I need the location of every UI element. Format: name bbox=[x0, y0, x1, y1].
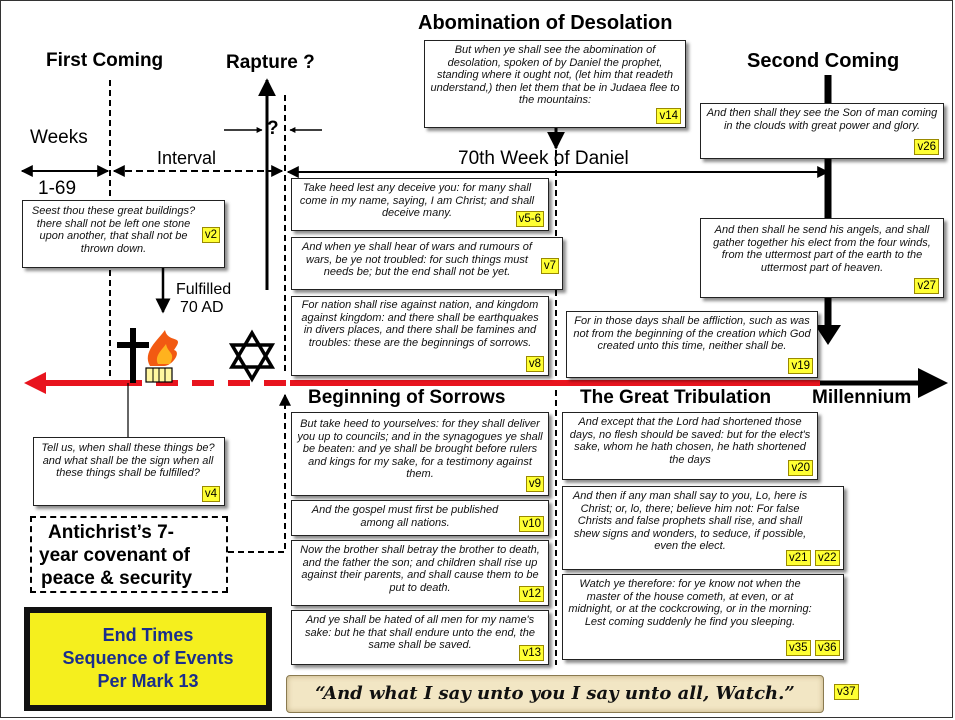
label-seventieth-week: 70th Week of Daniel bbox=[458, 148, 629, 169]
verse-ref: v21 bbox=[786, 550, 811, 566]
verse-text: But take heed to yourselves: for they sh… bbox=[297, 418, 543, 480]
verse-ref: v8 bbox=[525, 356, 544, 372]
verse-ref: v4 bbox=[201, 486, 220, 502]
verse-ref-v37: v37 bbox=[834, 684, 859, 700]
verse-box-v8: For nation shall rise against nation, an… bbox=[291, 296, 549, 376]
title-line-3: Per Mark 13 bbox=[97, 671, 199, 691]
verse-text: Seest thou these great buildings? there … bbox=[31, 205, 196, 255]
star-of-david-icon bbox=[228, 329, 276, 383]
verse-text: And then shall they see the Son of man c… bbox=[706, 107, 938, 132]
verse-text: And the gospel must first be published a… bbox=[311, 504, 499, 529]
header-first-coming: First Coming bbox=[46, 50, 164, 71]
verse-ref: v14 bbox=[656, 108, 681, 124]
verse-box-v10: And the gospel must first be published a… bbox=[291, 500, 549, 536]
covenant-line-1: Antichrist’s 7- bbox=[48, 522, 174, 543]
verse-ref-2: v36 bbox=[815, 640, 840, 656]
verse-box-v14: But when ye shall see the abomination of… bbox=[424, 40, 686, 128]
verse-text: Tell us, when shall these things be? and… bbox=[41, 442, 215, 479]
verse-ref: v2 bbox=[201, 227, 220, 243]
verse-ref: v19 bbox=[788, 358, 813, 374]
verse-box-v7: And when ye shall hear of wars and rumou… bbox=[291, 237, 563, 290]
quote-banner: “And what I say unto you I say unto all,… bbox=[286, 675, 824, 713]
verse-box-v13: And ye shall be hated of all men for my … bbox=[291, 610, 549, 665]
header-second-coming: Second Coming bbox=[747, 50, 900, 72]
verse-box-v21-v22: And then if any man shall say to you, Lo… bbox=[562, 486, 844, 570]
header-abomination: Abomination of Desolation bbox=[418, 12, 673, 34]
label-fulfilled-year: 70 AD bbox=[180, 299, 224, 316]
verse-box-v2: Seest thou these great buildings? there … bbox=[22, 200, 225, 268]
verse-ref: v10 bbox=[519, 516, 544, 532]
verse-box-v9: But take heed to yourselves: for they sh… bbox=[291, 412, 549, 496]
label-interval: Interval bbox=[157, 148, 217, 168]
verse-text: Now the brother shall betray the brother… bbox=[300, 544, 540, 594]
verse-ref: v13 bbox=[519, 645, 544, 661]
verse-text: And ye shall be hated of all men for my … bbox=[305, 614, 535, 651]
verse-box-v5-6: Take heed lest any deceive you: for many… bbox=[291, 178, 549, 231]
verse-ref: v9 bbox=[525, 476, 544, 492]
covenant-line-2: year covenant of bbox=[39, 545, 190, 566]
verse-text: And then shall he send his angels, and s… bbox=[713, 224, 931, 274]
title-line-2: Sequence of Events bbox=[62, 648, 234, 668]
verse-box-v26: And then shall they see the Son of man c… bbox=[700, 103, 944, 159]
title-line-1: End Times bbox=[102, 625, 194, 645]
label-great-tribulation: The Great Tribulation bbox=[580, 387, 772, 408]
verse-text: But when ye shall see the abomination of… bbox=[430, 44, 680, 106]
verse-ref: v12 bbox=[519, 586, 544, 602]
verse-text: And when ye shall hear of wars and rumou… bbox=[302, 241, 532, 278]
label-question: ? bbox=[267, 118, 279, 139]
verse-box-v20: And except that the Lord had shortened t… bbox=[562, 412, 818, 480]
header-rapture: Rapture ? bbox=[226, 52, 315, 73]
verse-ref: v20 bbox=[788, 460, 813, 476]
cross-icon bbox=[117, 328, 149, 383]
verse-text: Take heed lest any deceive you: for many… bbox=[299, 182, 535, 219]
verse-box-v27: And then shall he send his angels, and s… bbox=[700, 218, 944, 298]
verse-text: For in those days shall be affliction, s… bbox=[573, 315, 811, 352]
verse-box-v4: Tell us, when shall these things be? and… bbox=[33, 437, 225, 506]
verse-ref: v35 bbox=[786, 640, 811, 656]
label-beginning-of-sorrows: Beginning of Sorrows bbox=[308, 387, 506, 408]
covenant-box: Antichrist’s 7- year covenant of peace &… bbox=[30, 516, 228, 593]
quote-text: “And what I say unto you I say unto all,… bbox=[315, 683, 795, 704]
label-weeks: Weeks bbox=[30, 127, 88, 148]
verse-text: And then if any man shall say to you, Lo… bbox=[572, 490, 808, 552]
verse-text: Watch ye therefore: for ye know not when… bbox=[568, 578, 812, 628]
label-millennium: Millennium bbox=[812, 387, 912, 408]
label-weeks-range: 1-69 bbox=[38, 178, 77, 199]
verse-box-v35-v36: Watch ye therefore: for ye know not when… bbox=[562, 574, 844, 660]
verse-text: And except that the Lord had shortened t… bbox=[569, 416, 811, 466]
temple-fire-icon bbox=[145, 330, 179, 383]
verse-ref: v27 bbox=[914, 278, 939, 294]
verse-ref: v26 bbox=[914, 139, 939, 155]
covenant-line-3: peace & security bbox=[41, 568, 193, 589]
title-box-inner: End Times Sequence of Events Per Mark 13 bbox=[30, 613, 266, 705]
label-fulfilled: Fulfilled bbox=[176, 281, 232, 298]
verse-box-v19: For in those days shall be affliction, s… bbox=[566, 311, 818, 378]
verse-box-v12: Now the brother shall betray the brother… bbox=[291, 540, 549, 606]
verse-text: For nation shall rise against nation, an… bbox=[301, 299, 539, 349]
verse-ref: v5-6 bbox=[515, 211, 544, 227]
verse-ref-2: v22 bbox=[815, 550, 840, 566]
verse-ref: v7 bbox=[540, 258, 559, 274]
title-box: End Times Sequence of Events Per Mark 13 bbox=[24, 607, 272, 711]
